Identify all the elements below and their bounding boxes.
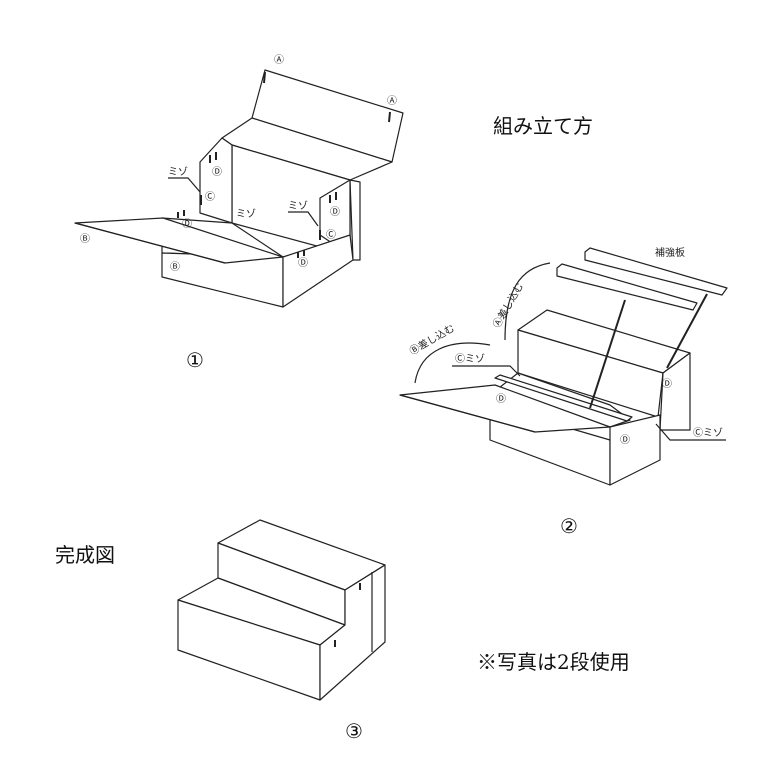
label-b: Ⓑ: [80, 233, 90, 245]
insert-a-label: Ⓐ差し込む: [490, 280, 526, 330]
step2-drawing: [399, 247, 728, 486]
label-d: Ⓓ: [496, 393, 506, 405]
groove-label: ミゾ: [236, 208, 256, 220]
groove-c-label: Ⓒミゾ: [693, 427, 723, 439]
step1-number: ①: [186, 348, 204, 372]
label-d: Ⓓ: [182, 218, 192, 230]
step3-number: ③: [345, 719, 363, 743]
label-d: Ⓓ: [330, 206, 340, 218]
label-d: Ⓓ: [212, 166, 222, 178]
label-d: Ⓓ: [298, 257, 308, 269]
photo-note: ※写真は2段使用: [477, 650, 630, 674]
step1-open-box-drawing: [74, 69, 404, 308]
step2-number: ②: [560, 514, 578, 538]
reinforcement-board-label: 補強板: [655, 246, 685, 259]
groove-label: ミゾ: [168, 166, 188, 178]
label-c: Ⓒ: [205, 191, 215, 203]
groove-label: ミゾ: [288, 200, 308, 212]
finished-caption: 完成図: [55, 543, 115, 567]
insert-b-label: Ⓑ差し込む: [407, 321, 457, 357]
groove-c-label: Ⓒミゾ: [455, 353, 485, 365]
label-b: Ⓑ: [170, 261, 180, 273]
label-c: Ⓒ: [326, 229, 336, 241]
label-d: Ⓓ: [662, 378, 672, 390]
label-a: Ⓐ: [274, 54, 284, 66]
label-a: Ⓐ: [387, 95, 397, 107]
page-title: 組み立て方: [493, 114, 593, 138]
label-d: Ⓓ: [620, 434, 630, 446]
step3-finished-stand-drawing: [177, 519, 386, 701]
